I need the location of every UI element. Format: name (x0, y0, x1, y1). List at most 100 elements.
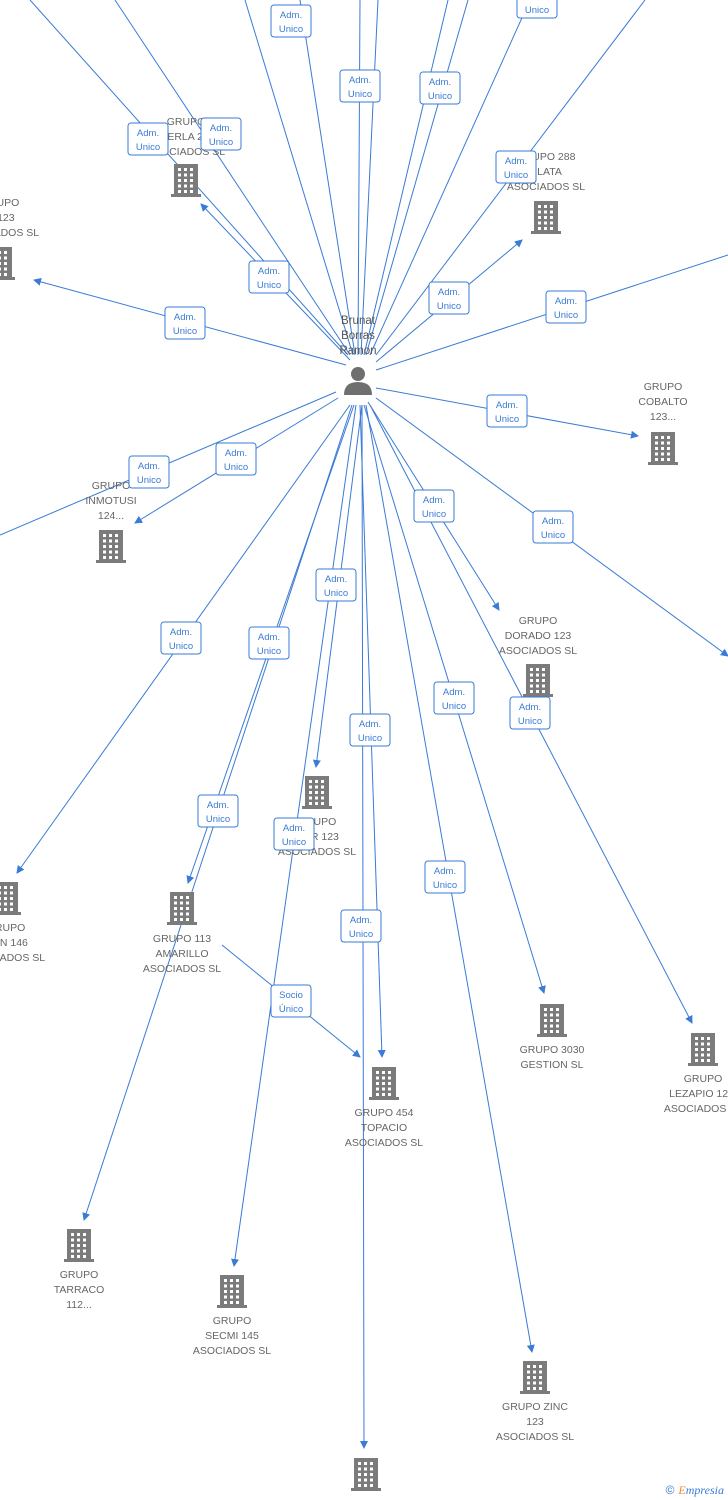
edge-label-text: Adm. (429, 77, 451, 88)
edge-label-text: Unico (433, 880, 457, 891)
edge-label-adm-unico[interactable]: Adm.Unico (315, 568, 357, 602)
edge-label-adm-unico[interactable]: Adm.Unico (349, 713, 391, 747)
edge-label-adm-unico[interactable]: Adm. Unico (419, 71, 461, 105)
edge-label-adm-unico[interactable]: Adm. Unico (413, 489, 455, 523)
edge-label-text: Unico (324, 588, 348, 599)
building-icon[interactable] (167, 892, 197, 925)
building-icon[interactable] (520, 1361, 550, 1394)
edge-label-adm-unico[interactable]: Adm.Unico (339, 69, 381, 103)
edge-label-adm-unico[interactable]: Adm.Unico (532, 510, 574, 544)
edge-label-adm-unico[interactable]: Adm.Unico (164, 306, 206, 340)
edge-label-text: Adm. (210, 123, 232, 134)
edge-label-text: Adm. (258, 266, 280, 277)
edge-label-adm-unico[interactable]: Adm.Unico (200, 117, 242, 151)
building-icon[interactable] (0, 882, 21, 915)
building-icon[interactable] (64, 1229, 94, 1262)
company-label-line: ...AN 146 (0, 937, 28, 949)
building-icon[interactable] (351, 1458, 381, 1491)
company-label-line: ASOCIADOS SL (0, 227, 39, 239)
edge-label-text: Unico (282, 837, 306, 848)
company-label-line: ASOCIADOS SL (507, 181, 585, 193)
building-icon[interactable] (96, 530, 126, 563)
edge-label-text: Unico (518, 716, 542, 727)
edge-label-adm-unico[interactable]: Adm. Unico (433, 681, 475, 715)
company-node-bottom[interactable] (351, 1458, 381, 1491)
company-label-line: SECMI 145 (205, 1330, 259, 1342)
company-node-inmotusi[interactable]: GRUPOINMOTUSI124... (85, 480, 137, 563)
edge-label-text: Unico (442, 701, 466, 712)
edge-label-text: Adm. (137, 128, 159, 139)
edge-label-text: Adm. (505, 156, 527, 167)
edge-label-adm-unico[interactable]: Adm. Unico (128, 455, 170, 489)
edge-label-text: Adm. (423, 495, 445, 506)
building-icon[interactable] (171, 164, 201, 197)
edge-label-adm-unico[interactable]: Adm.Unico (197, 794, 239, 828)
edge-label-adm-unico[interactable]: Adm.Unico (486, 394, 528, 428)
building-icon[interactable] (302, 776, 332, 809)
edge-label-adm-unico[interactable]: Adm.Unico (215, 442, 257, 476)
edge-label-adm-unico[interactable]: Adm.Unico (340, 909, 382, 943)
edge-label-adm-unico[interactable]: Adm.Unico (248, 626, 290, 660)
building-icon[interactable] (531, 201, 561, 234)
company-label-line: COBALTO (638, 396, 687, 408)
building-icon[interactable] (217, 1275, 247, 1308)
relation-edge (360, 0, 379, 356)
company-label-line: GRUPO 3030 (520, 1044, 585, 1056)
edge-label-text: Adm. (519, 702, 541, 713)
footer-brand[interactable]: ©Empresia (666, 1483, 724, 1498)
building-icon[interactable] (0, 247, 15, 280)
company-node-cobalto[interactable]: GRUPOCOBALTO123... (638, 381, 688, 465)
edge-label-adm-unico[interactable]: Adm. Unico (545, 290, 587, 324)
edge-label-text: Unico (422, 509, 446, 520)
company-label-line: DORADO 123 (505, 630, 572, 642)
edge-label-adm-unico[interactable]: Adm.Unico (127, 122, 169, 156)
edge-label-text: Adm. (555, 296, 577, 307)
edge-label-adm-unico[interactable]: Adm.Unico (248, 260, 290, 294)
company-label-line: 112... (66, 1299, 92, 1311)
edge-label-adm-unico[interactable]: Adm.Unico (424, 860, 466, 894)
edge-label-adm-unico[interactable]: Adm.Unico (160, 621, 202, 655)
edge-label-text: Adm. (443, 687, 465, 698)
edge-label-text: Adm. (258, 632, 280, 643)
building-icon[interactable] (688, 1033, 718, 1066)
company-label-line: ASOCIADOS SL (499, 645, 577, 657)
edge-label-adm-unico[interactable]: Adm.Unico (270, 4, 312, 38)
edge-label-text: Adm. (138, 461, 160, 472)
company-label-line: 124... (98, 510, 124, 522)
edge-label-text: Adm. (283, 823, 305, 834)
company-label-line: TARRACO (54, 1284, 105, 1296)
person-icon (344, 367, 372, 395)
edge-label-adm-unico[interactable]: Adm.Unico (495, 150, 537, 184)
edge-label-text: Unico (525, 5, 549, 16)
edge-label-adm-unico[interactable]: Adm.Unico (428, 281, 470, 315)
building-icon[interactable] (537, 1004, 567, 1037)
edge-label-text: Socio (279, 990, 303, 1001)
building-icon[interactable] (648, 432, 678, 465)
edge-label-text: Unico (137, 475, 161, 486)
company-label-line: AMARILLO (155, 948, 208, 960)
edge-label-text: Unico (349, 929, 373, 940)
company-node-tarraco[interactable]: GRUPOTARRACO112... (54, 1229, 105, 1311)
edge-label-text: Adm. (225, 448, 247, 459)
edge-label-text: Único (279, 1004, 303, 1015)
edge-label-text: Unico (428, 91, 452, 102)
company-label-line: ASOCIADOS SL (664, 1103, 728, 1115)
edge-label-adm-unico[interactable]: Adm. Unico (509, 696, 551, 730)
edge-label-adm-unico[interactable]: Adm.Unico (516, 0, 558, 19)
edge-label-text: Unico (554, 310, 578, 321)
company-node-an146[interactable]: GRUPO...AN 146ASOCIADOS SL (0, 882, 45, 964)
edge-label-adm-unico[interactable]: Adm. Unico (273, 817, 315, 851)
building-icon[interactable] (369, 1067, 399, 1100)
building-icon[interactable] (523, 664, 553, 697)
